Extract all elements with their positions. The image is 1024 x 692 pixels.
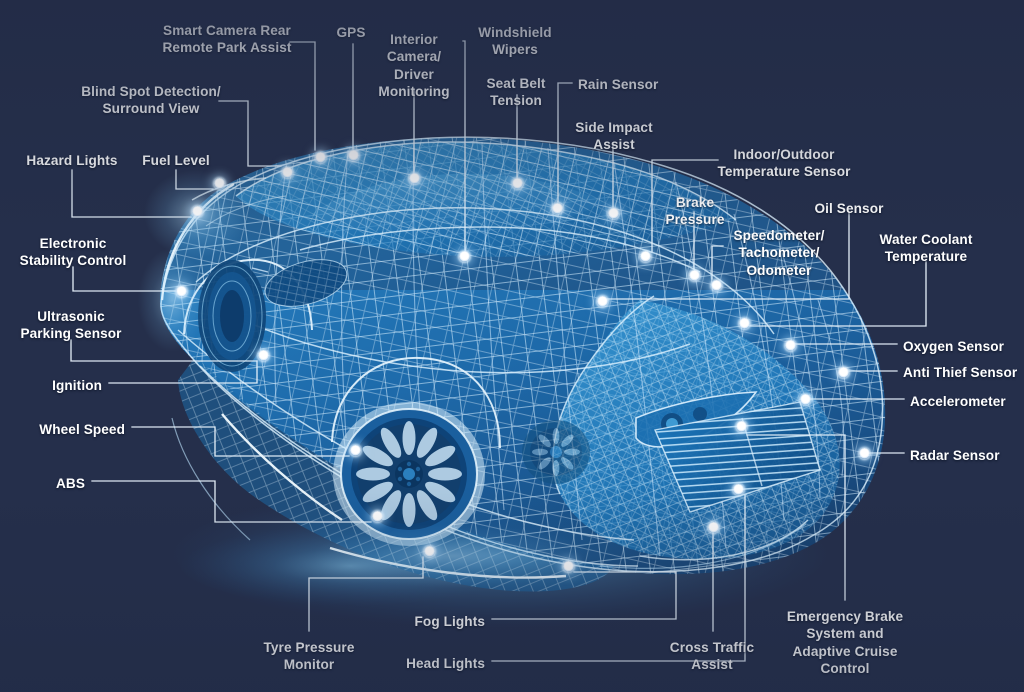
hotspot-dot-indoor-outdoor-temperature-sensor[interactable] bbox=[639, 250, 651, 262]
label-indoor-outdoor-temperature-sensor: Indoor/Outdoor Temperature Sensor bbox=[717, 147, 851, 180]
label-ultrasonic-parking-sensor: Ultrasonic Parking Sensor bbox=[20, 309, 122, 342]
hotspot-dot-wheel-speed[interactable] bbox=[349, 444, 361, 456]
label-abs: ABS bbox=[55, 476, 85, 491]
hotspot-dot-blind-spot-detection-surround-view[interactable] bbox=[281, 166, 293, 178]
rear-wheel bbox=[198, 260, 266, 372]
leader-fuel-level bbox=[175, 169, 214, 190]
hotspot-dot-water-coolant-temperature[interactable] bbox=[738, 317, 750, 329]
hotspot-dot-rain-sensor[interactable] bbox=[551, 202, 563, 214]
hotspot-dot-speedometer-tachometer-odometer[interactable] bbox=[710, 279, 722, 291]
leader-hazard-lights bbox=[71, 169, 192, 218]
label-anti-thief-sensor: Anti Thief Sensor bbox=[903, 365, 1018, 380]
label-ignition: Ignition bbox=[52, 378, 102, 393]
hotspot-dot-emergency-brake-system-and-adaptive-cruise-control[interactable] bbox=[735, 420, 747, 432]
label-hazard-lights: Hazard Lights bbox=[26, 153, 118, 168]
label-brake-pressure: Brake Pressure bbox=[665, 195, 725, 228]
front-wheel bbox=[333, 402, 485, 546]
leader-indoor-outdoor bbox=[651, 159, 719, 253]
label-head-lights: Head Lights bbox=[406, 656, 485, 671]
label-rain-sensor: Rain Sensor bbox=[578, 77, 659, 92]
hotspot-dot-radar-sensor[interactable] bbox=[858, 447, 870, 459]
hotspot-dot-oxygen-sensor[interactable] bbox=[784, 339, 796, 351]
label-gps: GPS bbox=[336, 25, 366, 40]
far-front-wheel bbox=[522, 420, 590, 484]
hotspot-dot-interior-camera-driver-monitoring[interactable] bbox=[408, 172, 420, 184]
label-tyre-pressure-monitor: Tyre Pressure Monitor bbox=[263, 640, 355, 673]
label-cross-traffic-assist: Cross Traffic Assist bbox=[669, 640, 755, 673]
hotspot-dot-smart-camera-rear-remote-park-assist[interactable] bbox=[314, 151, 326, 163]
hotspot-dot-head-lights[interactable] bbox=[732, 483, 744, 495]
leader-tyre-pressure bbox=[308, 556, 424, 632]
leader-emergency-brake bbox=[746, 434, 846, 601]
label-water-coolant-temperature: Water Coolant Temperature bbox=[879, 232, 973, 265]
leader-fog-lights bbox=[491, 571, 677, 620]
leader-ignition bbox=[108, 360, 258, 384]
hotspot-dot-abs[interactable] bbox=[371, 510, 383, 522]
hotspot-dot-gps[interactable] bbox=[347, 149, 359, 161]
leader-electronic-stability bbox=[72, 266, 176, 292]
label-side-impact-assist: Side Impact Assist bbox=[575, 120, 653, 153]
label-electronic-stability-control: Electronic Stability Control bbox=[19, 236, 127, 269]
label-seat-belt-tension: Seat Belt Tension bbox=[486, 76, 546, 109]
hotspot-dot-anti-thief-sensor[interactable] bbox=[837, 366, 849, 378]
label-smart-camera-rear-remote-park-assist: Smart Camera Rear Remote Park Assist bbox=[162, 23, 292, 56]
leader-abs bbox=[91, 480, 372, 523]
hotspot-dot-electronic-stability-control[interactable] bbox=[175, 285, 187, 297]
label-interior-camera-driver-monitoring: Interior Camera/ Driver Monitoring bbox=[378, 32, 450, 100]
label-windshield-wipers: Windshield Wipers bbox=[478, 25, 552, 58]
hotspot-dot-windshield-wipers[interactable] bbox=[458, 250, 470, 262]
label-speedometer-tachometer-odometer: Speedometer/ Tachometer/ Odometer bbox=[733, 228, 825, 278]
label-fuel-level: Fuel Level bbox=[142, 153, 210, 168]
label-emergency-brake-system-and-adaptive-cruise-control: Emergency Brake System and Adaptive Crui… bbox=[786, 609, 904, 677]
leader-windshield-wipers bbox=[462, 40, 466, 251]
leader-blind-spot bbox=[218, 100, 282, 167]
hotspot-dot-accelerometer[interactable] bbox=[799, 393, 811, 405]
leader-smart-camera bbox=[289, 41, 316, 151]
leader-ultrasonic bbox=[70, 339, 258, 362]
hotspot-dot-oil-sensor[interactable] bbox=[596, 295, 608, 307]
hotspot-dot-tyre-pressure-monitor[interactable] bbox=[423, 545, 435, 557]
hotspot-dot-brake-pressure[interactable] bbox=[688, 269, 700, 281]
hotspot-dot-ignition[interactable] bbox=[257, 349, 269, 361]
leader-wheel-speed bbox=[131, 426, 350, 457]
leader-oil-sensor bbox=[606, 211, 850, 300]
label-radar-sensor: Radar Sensor bbox=[910, 448, 1000, 463]
leader-speedo bbox=[711, 245, 724, 280]
side-mirror bbox=[251, 259, 348, 307]
label-wheel-speed: Wheel Speed bbox=[39, 422, 125, 437]
label-oil-sensor: Oil Sensor bbox=[814, 201, 884, 216]
leader-rain-sensor bbox=[557, 82, 573, 203]
hotspot-dot-side-impact-assist[interactable] bbox=[607, 207, 619, 219]
hotspot-dot-seat-belt-tension[interactable] bbox=[511, 177, 523, 189]
hotspot-dot-fuel-level[interactable] bbox=[213, 177, 225, 189]
hotspot-dot-fog-lights[interactable] bbox=[562, 560, 574, 572]
rear-detail bbox=[191, 177, 287, 227]
label-accelerometer: Accelerometer bbox=[910, 394, 1006, 409]
label-blind-spot-detection-surround-view: Blind Spot Detection/ Surround View bbox=[81, 84, 221, 117]
label-fog-lights: Fog Lights bbox=[414, 614, 485, 629]
hotspot-dot-hazard-lights[interactable] bbox=[191, 205, 203, 217]
leader-water-coolant bbox=[749, 261, 927, 327]
label-oxygen-sensor: Oxygen Sensor bbox=[903, 339, 1005, 354]
hotspot-dot-cross-traffic-assist[interactable] bbox=[707, 521, 719, 533]
leader-head-lights bbox=[491, 494, 746, 662]
